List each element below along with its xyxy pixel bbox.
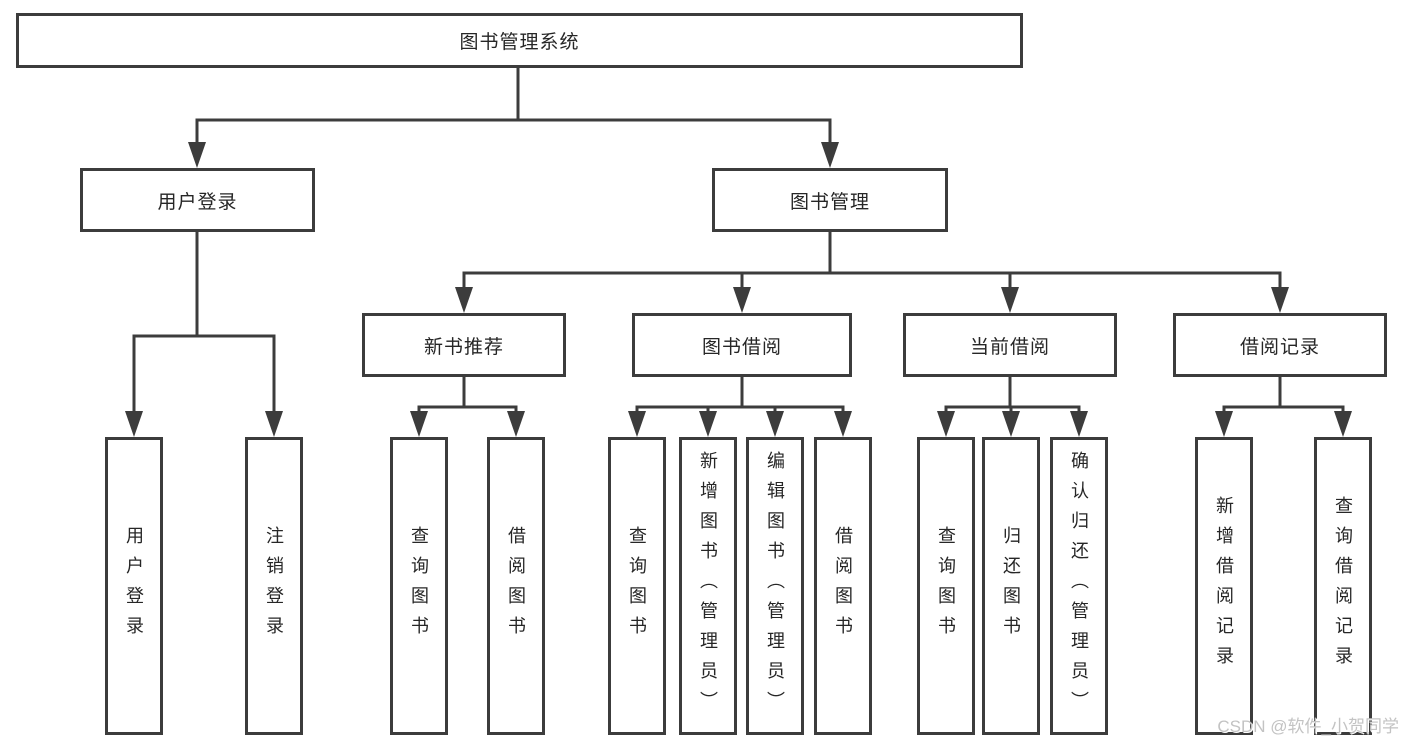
node-borrowing-label: 图书借阅 (701, 336, 782, 358)
node-borrowing: 图书借阅 (632, 313, 852, 377)
leaf-current-query: 查询图书 (917, 437, 975, 735)
node-records: 借阅记录 (1173, 313, 1387, 377)
node-book-mgmt-label: 图书管理 (789, 191, 870, 213)
leaf-records-query-label: 查询借阅记录 (1333, 496, 1353, 676)
leaf-borrowing-borrow: 借阅图书 (814, 437, 872, 735)
leaf-current-confirm: 确认归还（管理员） (1050, 437, 1108, 735)
leaf-borrowing-add: 新增图书（管理员） (679, 437, 737, 735)
leaf-current-return-label: 归还图书 (1001, 526, 1021, 646)
leaf-borrowing-add-label: 新增图书（管理员） (698, 451, 718, 721)
node-records-label: 借阅记录 (1239, 336, 1320, 358)
node-user-login-label: 用户登录 (157, 191, 238, 213)
node-new-books: 新书推荐 (362, 313, 566, 377)
leaf-borrowing-edit-label: 编辑图书（管理员） (765, 451, 785, 721)
node-user-login: 用户登录 (80, 168, 315, 232)
leaf-newbooks-borrow: 借阅图书 (487, 437, 545, 735)
leaf-borrowing-borrow-label: 借阅图书 (833, 526, 853, 646)
node-current-label: 当前借阅 (969, 336, 1050, 358)
leaf-borrowing-edit: 编辑图书（管理员） (746, 437, 804, 735)
leaf-logout-label: 注销登录 (264, 526, 284, 646)
leaf-logout: 注销登录 (245, 437, 303, 735)
leaf-newbooks-borrow-label: 借阅图书 (506, 526, 526, 646)
node-root: 图书管理系统 (16, 13, 1023, 68)
leaf-current-confirm-label: 确认归还（管理员） (1069, 451, 1089, 721)
leaf-newbooks-query: 查询图书 (390, 437, 448, 735)
csdn-watermark: CSDN @软件_小贺同学 (1217, 717, 1399, 736)
node-new-books-label: 新书推荐 (423, 336, 504, 358)
node-book-mgmt: 图书管理 (712, 168, 948, 232)
leaf-current-return: 归还图书 (982, 437, 1040, 735)
leaf-login-label: 用户登录 (124, 526, 144, 646)
node-current: 当前借阅 (903, 313, 1117, 377)
leaf-borrowing-query: 查询图书 (608, 437, 666, 735)
leaf-records-query: 查询借阅记录 (1314, 437, 1372, 735)
node-root-label: 图书管理系统 (459, 32, 580, 53)
leaf-current-query-label: 查询图书 (936, 526, 956, 646)
leaf-login: 用户登录 (105, 437, 163, 735)
leaf-newbooks-query-label: 查询图书 (409, 526, 429, 646)
leaf-records-add-label: 新增借阅记录 (1214, 496, 1234, 676)
leaf-borrowing-query-label: 查询图书 (627, 526, 647, 646)
leaf-records-add: 新增借阅记录 (1195, 437, 1253, 735)
